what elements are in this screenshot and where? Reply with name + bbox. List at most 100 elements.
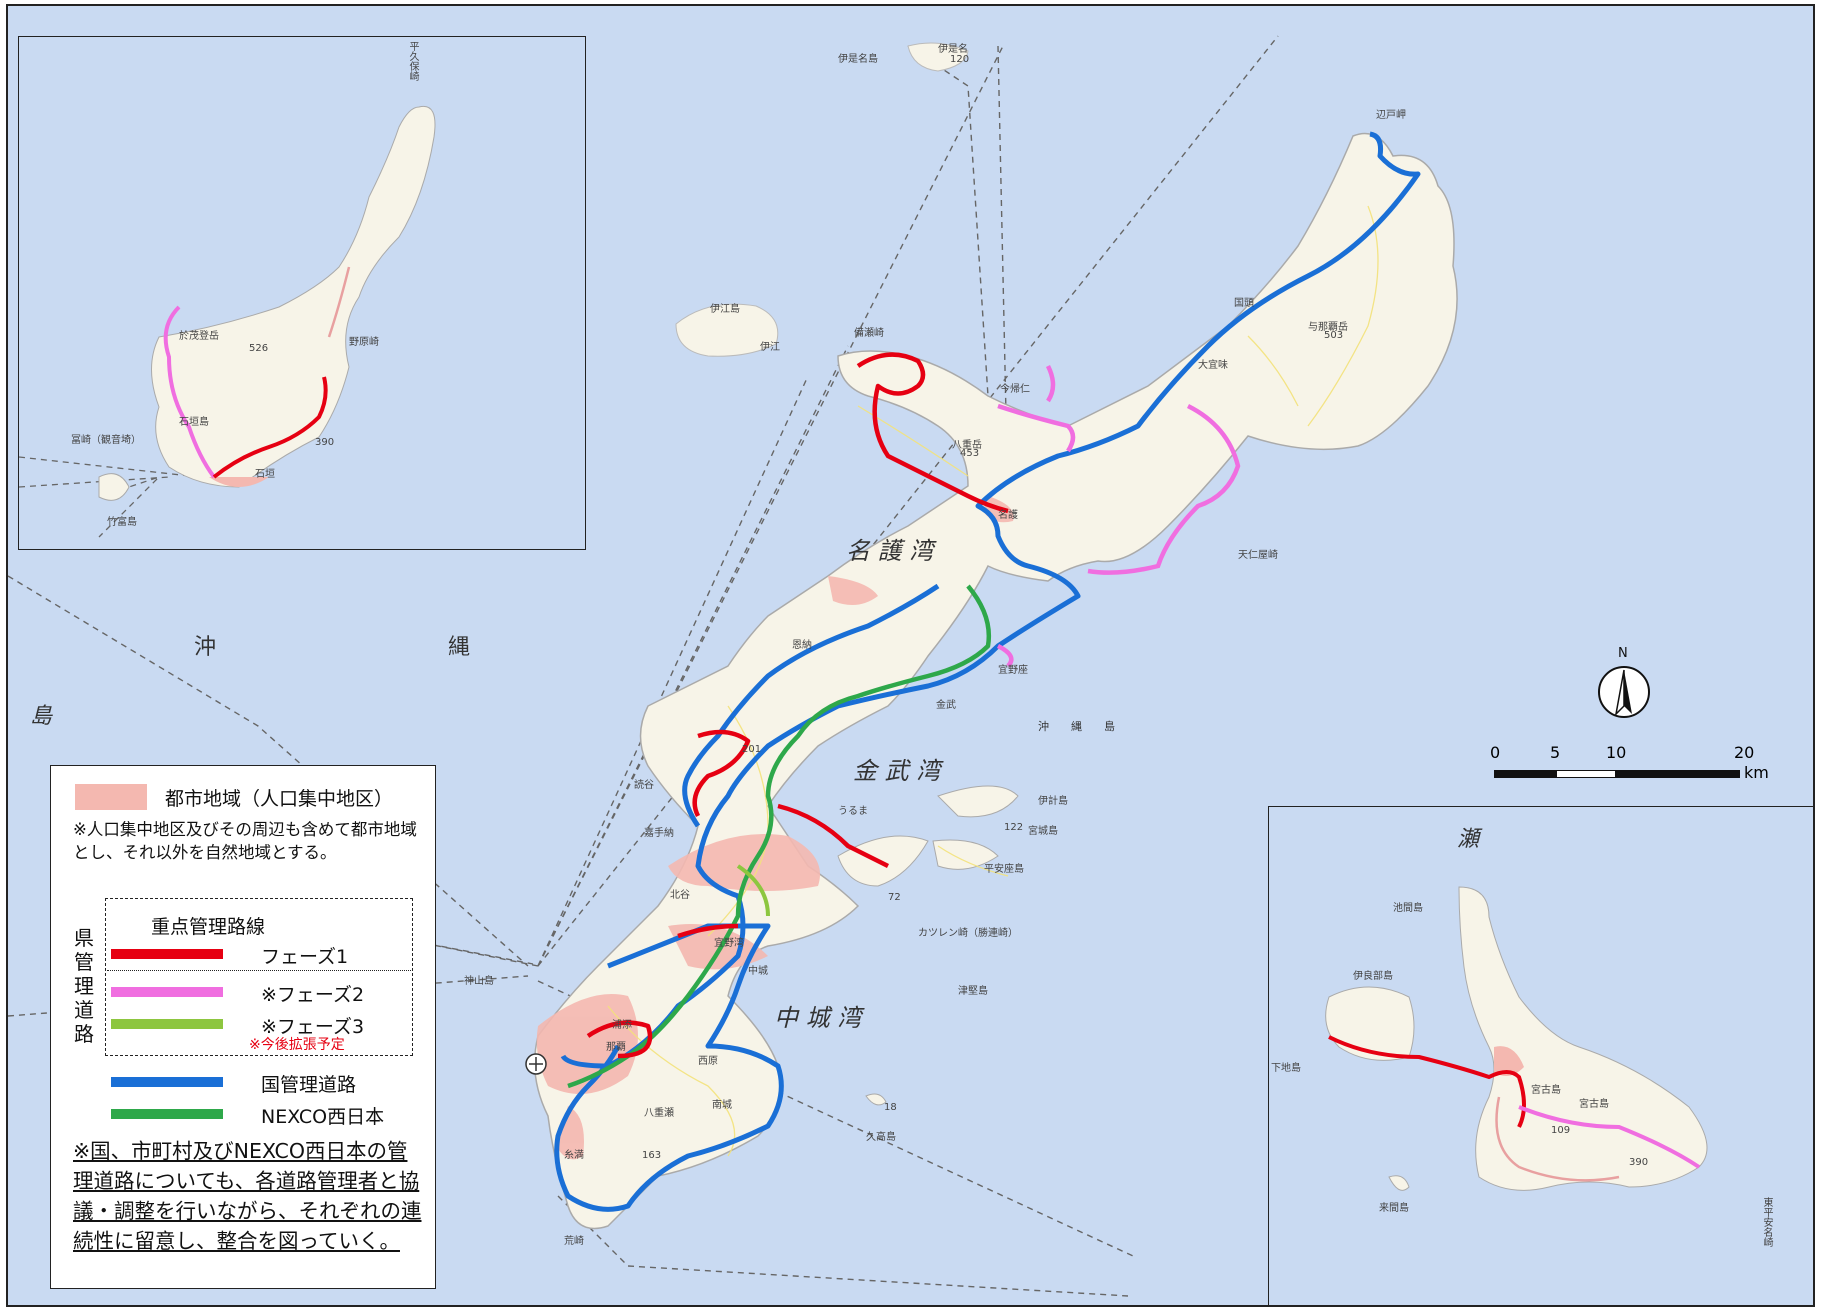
label-nago-bay: 名 護 湾 bbox=[846, 537, 934, 565]
label-201: 201 bbox=[742, 744, 762, 755]
ishigaki-phase1-road bbox=[212, 376, 328, 479]
ishigaki-phase2-road bbox=[163, 305, 216, 479]
label-yae: 八重岳 bbox=[952, 440, 982, 451]
nexco-expressway bbox=[567, 584, 991, 1089]
national-road-west bbox=[682, 583, 940, 828]
label-ikema: 池間島 bbox=[1393, 903, 1423, 914]
label-kin: 金武 bbox=[936, 700, 956, 711]
scale-tick-5: 5 bbox=[1550, 743, 1561, 762]
national-swatch bbox=[111, 1077, 223, 1087]
label-nakagusuku: 中城 bbox=[748, 966, 768, 977]
label-hedo: 辺戸岬 bbox=[1376, 110, 1406, 121]
legend-nexco: NEXCO西日本 bbox=[261, 1106, 385, 1128]
ie-island bbox=[675, 303, 779, 357]
label-omoto: 於茂登岳 bbox=[179, 331, 219, 342]
legend-group-label: 県管理道路 bbox=[74, 926, 94, 1046]
label-tsuken: 津堅島 bbox=[958, 986, 988, 997]
legend-phase3: ※フェーズ3 bbox=[261, 1016, 365, 1038]
label-h122: 122 bbox=[1004, 822, 1024, 833]
label-shimoji: 下地島 bbox=[1271, 1063, 1301, 1074]
label-h109: 109 bbox=[1551, 1125, 1571, 1136]
okinawa-main-island bbox=[533, 132, 1458, 1230]
miyako-phase1-road bbox=[1328, 1035, 1526, 1128]
label-kunigami: 国頭 bbox=[1234, 298, 1254, 309]
label-ishigaki-island: 石垣島 bbox=[179, 417, 209, 428]
label-itoman: 糸満 bbox=[564, 1150, 584, 1161]
map-frame: 沖 縄 島 名 護 湾 金 武 湾 中 城 湾 沖 縄 島 伊是名島 伊是名 1… bbox=[6, 4, 1815, 1307]
label-oogimi: 大宜味 bbox=[1198, 360, 1228, 371]
label-kudaka: 久高島 bbox=[866, 1132, 896, 1143]
label-naha: 那覇 bbox=[606, 1042, 626, 1053]
legend-footnote: ※国、市町村及びNEXCO西日本の管理道路についても、各道路管理者と協議・調整を… bbox=[73, 1139, 422, 1253]
label-h120: 120 bbox=[950, 54, 970, 65]
label-ie: 伊江島 bbox=[710, 304, 740, 315]
label-nakagusuku-bay: 中 城 湾 bbox=[774, 1004, 862, 1032]
label-urasoe: 浦添 bbox=[612, 1020, 632, 1031]
compass-north-label: N bbox=[1618, 646, 1628, 661]
label-tenninhama: 天仁屋崎 bbox=[1238, 550, 1278, 561]
label-henza: 平安座島 bbox=[984, 864, 1024, 875]
miyako-map bbox=[1325, 886, 1708, 1191]
label-island: 島 bbox=[30, 704, 53, 729]
label-se: 瀬 bbox=[1457, 827, 1480, 852]
phase3-swatch bbox=[111, 1019, 223, 1029]
label-okinawa-small: 沖 縄 島 bbox=[1038, 720, 1115, 733]
legend-phase-box bbox=[105, 898, 413, 1056]
north-compass: N bbox=[1596, 646, 1652, 726]
scale-bar: 0 5 10 20 km bbox=[1490, 743, 1790, 793]
label-uruma: うるま bbox=[838, 806, 868, 817]
inset-miyako: 瀬 池間島 伊良部島 下地島 宮古島 宮古島 109 来間島 東平安名崎 390 bbox=[1268, 806, 1813, 1305]
label-irabu: 伊良部島 bbox=[1353, 971, 1393, 982]
label-kadena: 嘉手納 bbox=[644, 828, 674, 839]
miyako-phase2-road bbox=[1518, 1105, 1701, 1169]
label-yaese: 八重瀬 bbox=[644, 1108, 674, 1119]
label-keramashima: 神山島 bbox=[464, 976, 494, 987]
label-nakijin: 今帰仁 bbox=[1000, 384, 1030, 395]
phase2-swatch bbox=[111, 987, 223, 997]
label-nanjo: 南城 bbox=[712, 1100, 732, 1111]
urban-swatch bbox=[75, 784, 147, 810]
national-road bbox=[560, 131, 1421, 1069]
label-yomitan: 読谷 bbox=[634, 780, 654, 791]
airport-symbols bbox=[525, 1053, 547, 1075]
label-yonaha: 与那覇岳 bbox=[1308, 322, 1348, 333]
phase3-road bbox=[736, 864, 770, 917]
nexco-swatch bbox=[111, 1109, 223, 1119]
label-h18: 18 bbox=[884, 1102, 897, 1113]
label-arasaki: 荒崎 bbox=[564, 1236, 584, 1247]
label-izena: 伊是名島 bbox=[838, 54, 878, 65]
label-h72: 72 bbox=[888, 892, 901, 903]
legend-national: 国管理道路 bbox=[261, 1074, 357, 1096]
phase1-swatch bbox=[111, 949, 223, 959]
phase1-roads bbox=[586, 352, 1009, 1059]
scale-tick-10: 10 bbox=[1606, 743, 1627, 762]
label-nishihara: 西原 bbox=[698, 1056, 718, 1067]
label-iheya: 伊是名 bbox=[938, 44, 968, 55]
label-miyako-town: 宮古島 bbox=[1531, 1085, 1561, 1096]
label-onna: 恩納 bbox=[792, 640, 812, 651]
label-miyako-island: 宮古島 bbox=[1579, 1099, 1609, 1110]
legend-phase2: ※フェーズ2 bbox=[261, 984, 365, 1006]
label-nago: 名護 bbox=[998, 510, 1018, 521]
legend-phase1: フェーズ1 bbox=[261, 946, 349, 968]
label-higashi-hennazaki: 東平安名崎 bbox=[1761, 1197, 1772, 1247]
miyako-island bbox=[1458, 886, 1708, 1191]
label-ginoza: 宜野座 bbox=[998, 665, 1028, 676]
label-omoto-height: 526 bbox=[249, 343, 269, 354]
kurima-island bbox=[1388, 1175, 1410, 1191]
label-miyako-route: 390 bbox=[1629, 1157, 1649, 1168]
irabu-island bbox=[1325, 986, 1415, 1061]
label-hirakubo: 平久保崎 bbox=[407, 41, 418, 81]
label-ie-town: 伊江 bbox=[760, 342, 780, 353]
label-kin-bay: 金 武 湾 bbox=[853, 757, 941, 785]
label-taketomi: 竹富島 bbox=[107, 517, 137, 528]
label-ginowan: 宜野湾 bbox=[714, 938, 744, 949]
label-okinawa-1: 沖 bbox=[194, 635, 217, 660]
label-yae-height: 453 bbox=[960, 448, 980, 459]
kudaka-island bbox=[865, 1093, 887, 1106]
label-yonaha-height: 503 bbox=[1324, 330, 1344, 341]
label-ikei: 伊計島 bbox=[1038, 796, 1068, 807]
inset-ishigaki: 平久保崎 於茂登岳 526 野原崎 石垣島 石垣 冨崎（観音埼） 竹富島 390 bbox=[18, 36, 586, 550]
ishigaki-map bbox=[19, 105, 436, 538]
label-chatan: 北谷 bbox=[670, 890, 690, 901]
